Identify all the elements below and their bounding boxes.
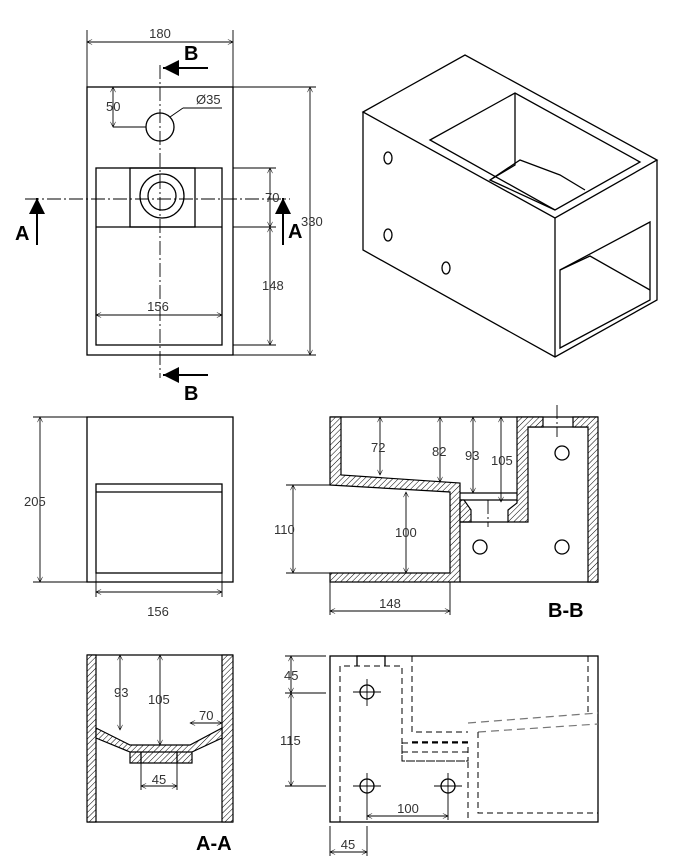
front-view: 205 156 — [24, 416, 234, 619]
dim-105: 105 — [148, 692, 170, 707]
section-a-label: A — [288, 221, 302, 243]
dim-72: 72 — [371, 440, 385, 455]
dim-inner-width: 156 — [147, 299, 169, 314]
dim-height: 205 — [24, 494, 46, 509]
dim-45-bottom: 45 — [341, 837, 355, 852]
dim-82: 82 — [432, 444, 446, 459]
section-title: B-B — [548, 600, 584, 622]
dim-93: 93 — [114, 685, 128, 700]
dim-hole-offset: 50 — [106, 99, 120, 114]
section-b-label: B — [184, 383, 198, 405]
bolt-holes — [353, 679, 462, 800]
funnel-block — [129, 167, 196, 228]
dim-110: 110 — [274, 522, 295, 537]
dim-148: 148 — [379, 596, 401, 611]
dim-100: 100 — [397, 801, 419, 816]
dim-70: 70 — [199, 708, 213, 723]
section-a-label: A — [15, 223, 29, 245]
dim-hole-diameter: Ø35 — [196, 92, 221, 107]
isometric-view — [361, 54, 659, 358]
side-view: 45 115 100 45 — [280, 655, 599, 856]
inner-cavity — [95, 167, 223, 346]
section-bb: 72 82 93 105 100 110 148 B-B — [274, 405, 599, 622]
section-b-label: B — [184, 43, 198, 65]
funnel-inner — [147, 181, 177, 211]
dim-width: 180 — [149, 26, 171, 41]
dim-length: 330 — [301, 214, 323, 229]
dim-inner: 148 — [262, 278, 284, 293]
dim-100: 100 — [395, 525, 417, 540]
dim-93: 93 — [465, 448, 479, 463]
dim-105: 105 — [491, 453, 513, 468]
section-aa: 93 105 70 45 A-A — [86, 654, 234, 855]
dim-funnel: 70 — [265, 190, 279, 205]
dim-inner-width: 156 — [147, 604, 169, 619]
dim-45: 45 — [152, 772, 166, 787]
dim-115: 115 — [280, 733, 301, 748]
section-title: A-A — [196, 833, 232, 855]
funnel-outer — [139, 173, 185, 219]
dim-45: 45 — [284, 668, 298, 683]
top-view: 180 B B A A 50 Ø35 70 148 330 156 — [15, 26, 323, 405]
